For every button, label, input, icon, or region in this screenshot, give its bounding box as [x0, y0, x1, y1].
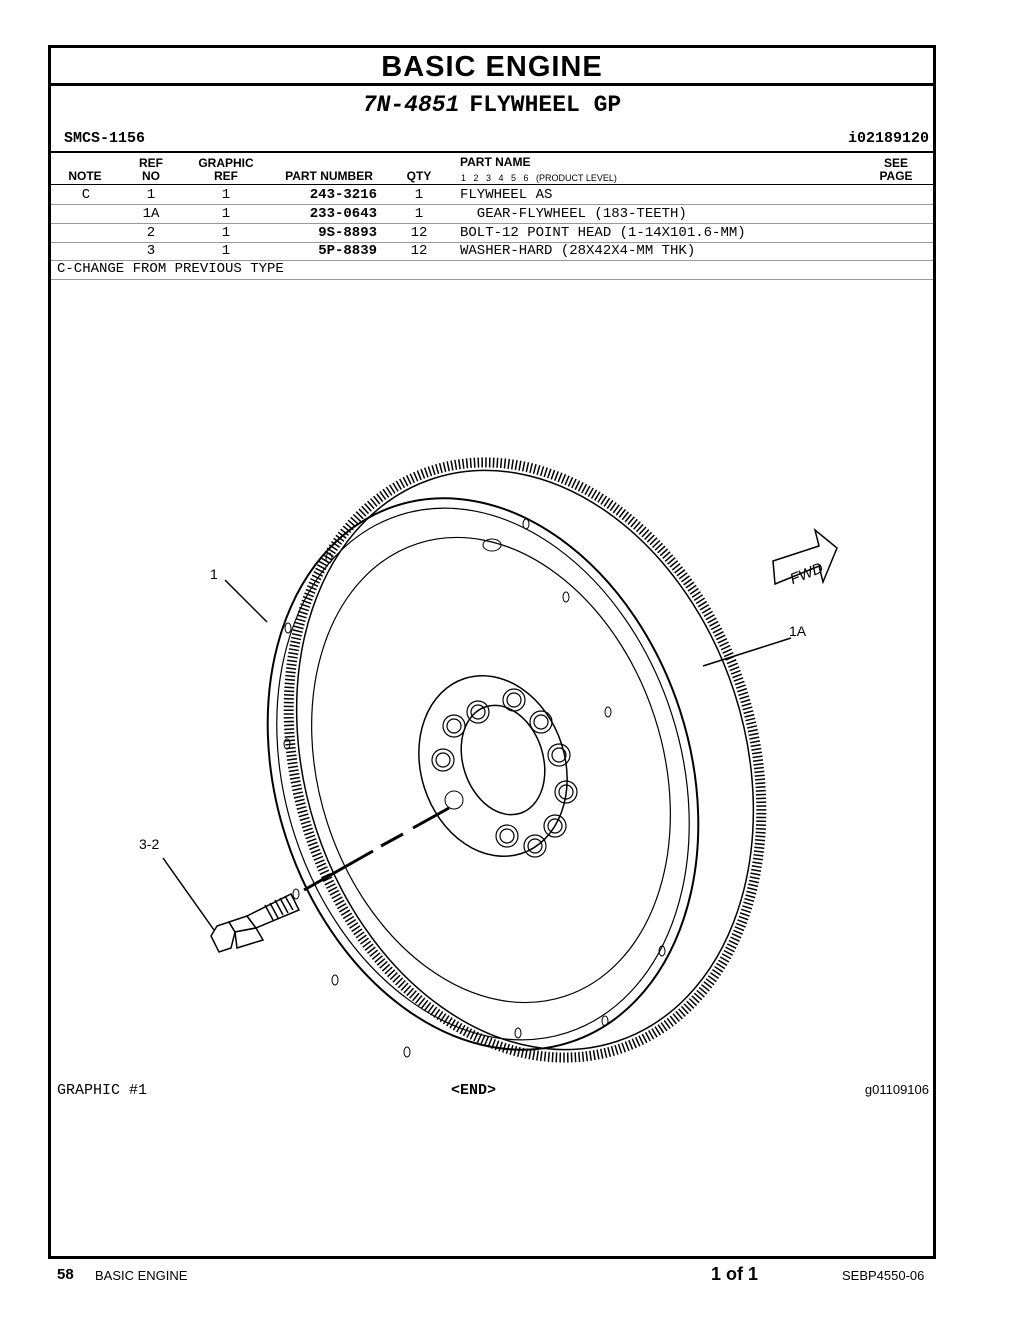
- page-number: 58: [57, 1266, 74, 1283]
- change-note: C-CHANGE FROM PREVIOUS TYPE: [57, 261, 284, 277]
- row-part-name: GEAR-FLYWHEEL (183-TEETH): [460, 206, 687, 222]
- illustration-id: i02189120: [847, 130, 929, 147]
- row-part-name: WASHER-HARD (28X42X4-MM THK): [460, 243, 696, 259]
- row-ref: 2: [146, 225, 156, 241]
- header-note: NOTE: [68, 169, 102, 183]
- header-bottom-rule: [51, 184, 933, 185]
- callout-3-2: 3-2: [139, 836, 159, 852]
- header-graphic-ref: GRAPHIC REF: [198, 156, 254, 183]
- bolt-axis-line-2: [380, 832, 404, 848]
- row-ref: 1A: [142, 206, 160, 222]
- row-graphic-ref: 1: [221, 243, 231, 259]
- footer-section: BASIC ENGINE: [95, 1268, 188, 1283]
- group-name: FLYWHEEL GP: [469, 92, 622, 118]
- table-row: 3 1 5P-8839 12 WASHER-HARD (28X42X4-MM T…: [51, 242, 933, 261]
- row-part-number: 5P-8839: [318, 243, 377, 259]
- row-graphic-ref: 1: [221, 206, 231, 222]
- header-product-levels: 1 2 3 4 5 6 (PRODUCT LEVEL): [461, 173, 617, 183]
- row-graphic-ref: 1: [221, 225, 231, 241]
- bolt-icon: [210, 892, 301, 953]
- row-qty: 1: [414, 187, 424, 203]
- ring-gear-inner-edge: [295, 469, 755, 1051]
- hub-bore: [460, 704, 546, 816]
- leader-1a: [702, 637, 792, 667]
- graphic-label: GRAPHIC #1: [57, 1082, 148, 1099]
- table-row: C 1 1 243-3216 1 FLYWHEEL AS: [51, 186, 933, 205]
- bolt-axis-line: [303, 849, 374, 892]
- leader-3-2: [162, 857, 215, 931]
- leader-1: [224, 579, 268, 623]
- row-part-number: 9S-8893: [318, 225, 377, 241]
- row-part-number: 233-0643: [309, 206, 377, 222]
- header-rule: [51, 151, 933, 153]
- group-part-number: 7N-4851: [362, 92, 460, 118]
- header-part-number: PART NUMBER: [285, 169, 373, 183]
- row-qty: 1: [414, 206, 424, 222]
- callout-1a: 1A: [789, 623, 807, 639]
- header-part-name: PART NAME: [460, 155, 531, 169]
- flywheel-rim-edge: [276, 507, 690, 1041]
- row-qty: 12: [410, 243, 428, 259]
- header-see-page: SEE PAGE: [879, 156, 913, 183]
- flywheel-illustration: 1 1A 3-2 FWD: [139, 457, 838, 1063]
- end-label: <END>: [451, 1082, 497, 1099]
- page-of: 1 of 1: [711, 1264, 759, 1284]
- row-ref: 3: [146, 243, 156, 259]
- flywheel-outer-rim: [266, 497, 700, 1051]
- header-ref-no: REF NO: [139, 156, 163, 183]
- row-ref: 1: [146, 187, 156, 203]
- row-qty: 12: [410, 225, 428, 241]
- note-rule: [51, 279, 933, 280]
- bolt-axis-line-3: [412, 806, 450, 830]
- group-title: 7N-4851 FLYWHEEL GP: [51, 92, 933, 118]
- fwd-arrow-icon: [772, 527, 838, 586]
- doc-number: SEBP4550-06: [842, 1268, 925, 1283]
- graphic-id: g01109106: [864, 1082, 929, 1097]
- callout-1: 1: [210, 566, 218, 582]
- row-part-name: BOLT-12 POINT HEAD (1-14X101.6-MM): [460, 225, 746, 241]
- header-qty: QTY: [406, 169, 432, 183]
- table-row: 2 1 9S-8893 12 BOLT-12 POINT HEAD (1-14X…: [51, 224, 933, 243]
- gear-teeth: [283, 457, 767, 1063]
- section-title: BASIC ENGINE: [51, 48, 933, 86]
- page-frame: BASIC ENGINE 7N-4851 FLYWHEEL GP SMCS-115…: [48, 45, 936, 1259]
- row-graphic-ref: 1: [221, 187, 231, 203]
- flywheel-face-circle: [311, 536, 671, 1004]
- row-note: C: [81, 187, 91, 203]
- rim-holes: [283, 518, 666, 1058]
- table-row: 1A 1 233-0643 1 GEAR-FLYWHEEL (183-TEETH…: [51, 205, 933, 224]
- row-part-number: 243-3216: [309, 187, 377, 203]
- hub-bolt-holes: [431, 688, 578, 858]
- row-part-name: FLYWHEEL AS: [460, 187, 553, 203]
- smcs-code: SMCS-1156: [64, 130, 146, 147]
